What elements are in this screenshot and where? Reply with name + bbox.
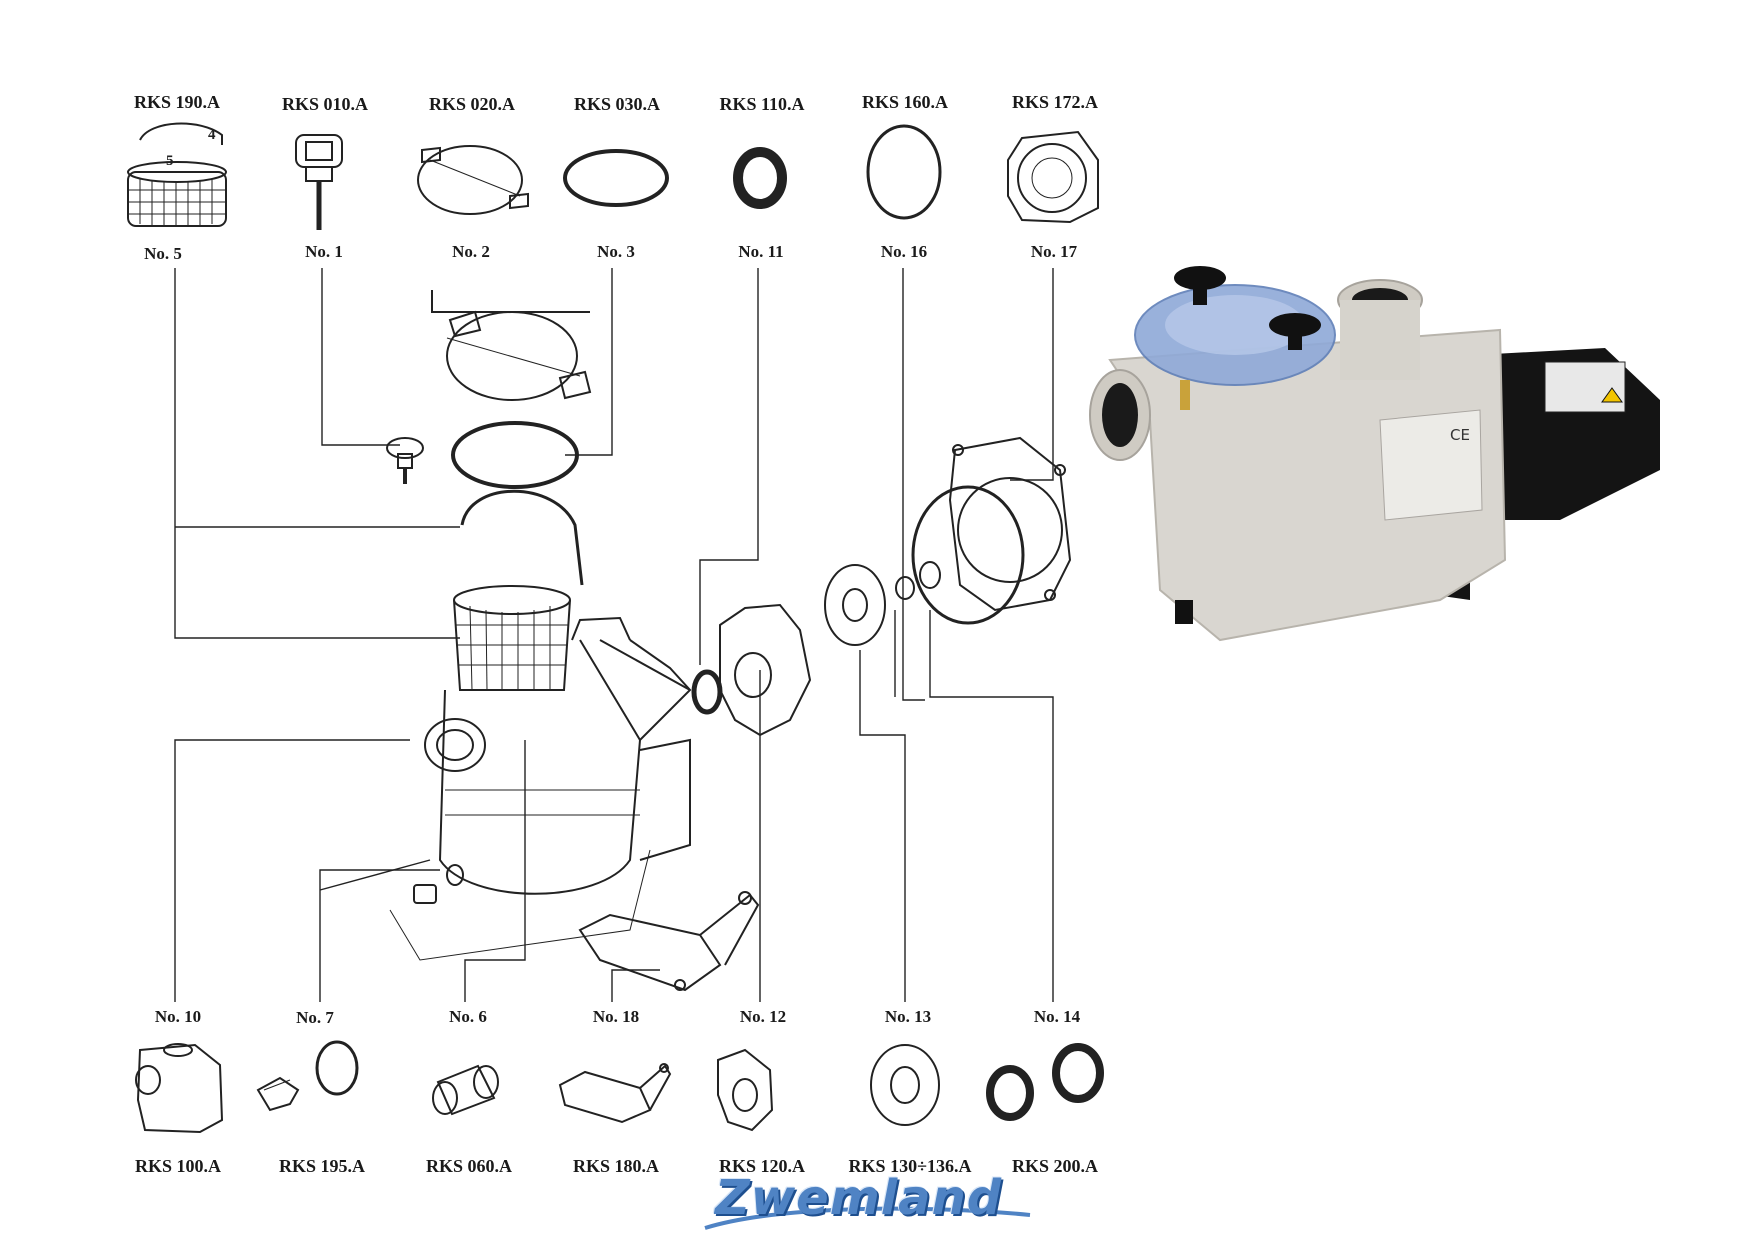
leader-lines [174, 268, 1054, 1002]
part-number-bottom-1: No. 10 [154, 1007, 202, 1026]
part-code-top-4: RKS 030.A [573, 94, 661, 114]
exploded-lid-oring [451, 421, 579, 489]
drain-thumbnail [256, 1040, 359, 1112]
exploded-diffuser [719, 603, 812, 737]
part-code-bottom-5: RKS 120.A [718, 1156, 806, 1176]
part-number-bottom-2: No. 7 [296, 1008, 334, 1027]
zwemland-logo: Zwemland [715, 1170, 1003, 1226]
exploded-shaft-seal [895, 561, 941, 600]
part-number-bottom-3: No. 6 [449, 1007, 487, 1026]
pump-product-photo: CE [1089, 266, 1660, 642]
part-number-top-7: No. 17 [1030, 242, 1078, 261]
logo-swoosh [704, 1206, 1031, 1230]
exploded-flange [948, 436, 1072, 612]
exploded-bracket [578, 891, 760, 992]
part-number-bottom-4: No. 18 [592, 1007, 640, 1026]
housing-thumbnail [135, 1043, 224, 1134]
part-number-top-3: No. 2 [452, 242, 490, 261]
part-code-top-6: RKS 160.A [861, 92, 949, 112]
part-number-bottom-6: No. 13 [884, 1007, 932, 1026]
exploded-pump-housing [424, 616, 692, 895]
part-number-bottom-5: No. 12 [739, 1007, 787, 1026]
knob-screw-thumbnail [295, 134, 343, 230]
lid-thumbnail [417, 145, 529, 215]
part-code-bottom-4: RKS 180.A [572, 1156, 660, 1176]
part-number-top-1: No. 5 [144, 244, 182, 263]
diffuser-thumbnail [717, 1048, 774, 1132]
part-code-bottom-3: RKS 060.A [425, 1156, 513, 1176]
basket-inset-digit-4: 4 [208, 127, 216, 143]
impeller-thumbnail [870, 1044, 940, 1126]
exploded-knob [386, 437, 424, 484]
part-code-bottom-7: RKS 200.A [1011, 1156, 1099, 1176]
exploded-seal-ring [691, 669, 723, 715]
part-code-bottom-1: RKS 100.A [134, 1156, 222, 1176]
part-number-top-2: No. 1 [305, 242, 343, 261]
bearing-thumbnail [986, 1043, 1104, 1121]
exploded-motor-oring [911, 485, 1025, 625]
part-number-bottom-7: No. 14 [1033, 1007, 1081, 1026]
part-code-bottom-6: RKS 130÷136.A [848, 1156, 972, 1176]
ce-mark: CE [1450, 426, 1470, 444]
part-number-top-5: No. 11 [738, 242, 784, 261]
seal-ring-thumbnail [733, 147, 787, 209]
bracket-thumbnail [558, 1063, 672, 1124]
basket-inset-digit-5: 5 [166, 153, 174, 169]
part-code-top-2: RKS 010.A [281, 94, 369, 114]
sleeve-thumbnail [432, 1064, 499, 1116]
exploded-lid [431, 290, 592, 401]
part-code-top-3: RKS 020.A [428, 94, 516, 114]
exploded-drain-plug [389, 849, 651, 961]
exploded-handle [460, 489, 584, 586]
basket-thumbnail [127, 122, 227, 227]
part-number-top-4: No. 3 [597, 242, 635, 261]
part-code-top-5: RKS 110.A [719, 94, 805, 114]
motor-oring-thumbnail [866, 124, 942, 220]
exploded-basket [453, 585, 571, 691]
flange-thumbnail [1007, 130, 1099, 224]
lid-oring-thumbnail [563, 149, 669, 207]
part-code-bottom-2: RKS 195.A [278, 1156, 366, 1176]
part-number-top-6: No. 16 [880, 242, 928, 261]
part-code-top-1: RKS 190.A [133, 92, 221, 112]
part-code-top-7: RKS 172.A [1011, 92, 1099, 112]
exploded-impeller [824, 564, 886, 646]
